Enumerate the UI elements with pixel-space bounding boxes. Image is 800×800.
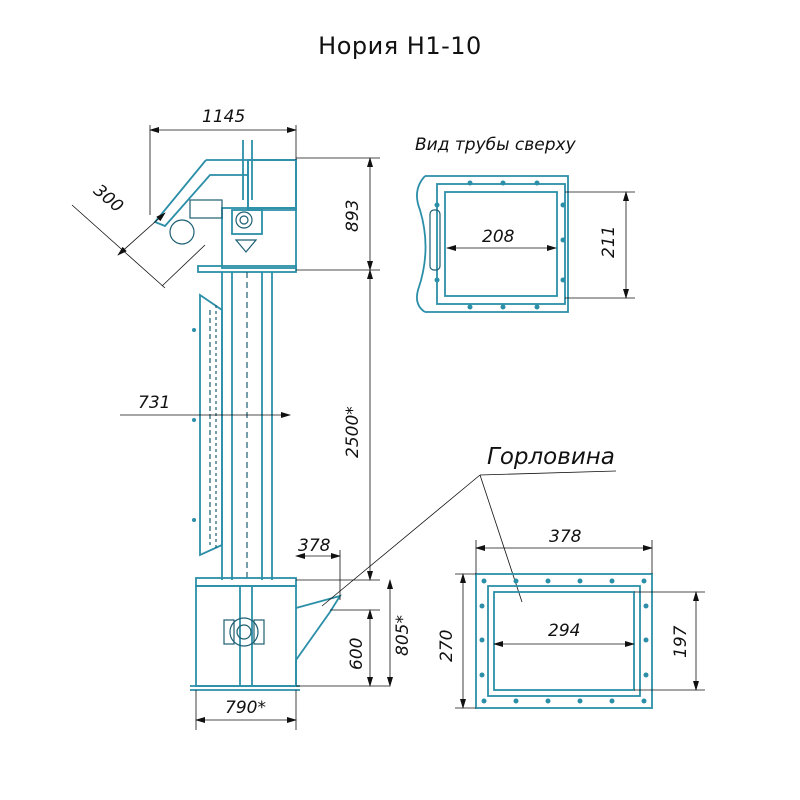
dim-base-width: 790* xyxy=(225,698,266,718)
dim-neck-outer-h: 270 xyxy=(437,630,457,662)
neck-label: Горловина xyxy=(487,444,615,470)
elevator-body xyxy=(153,140,342,691)
dim-neck-inner-h: 197 xyxy=(671,625,691,658)
dim-outlet-width: 378 xyxy=(298,536,331,556)
dim-pipe-inner-w: 208 xyxy=(482,227,515,247)
top-view-label: Вид трубы сверху xyxy=(415,135,577,155)
dim-neck-outer-w: 378 xyxy=(549,527,582,547)
main-dimensions xyxy=(71,125,393,730)
pipe-top-view xyxy=(416,175,569,313)
dim-boot-height: 805* xyxy=(393,615,413,656)
dim-neck-inner-w: 294 xyxy=(548,621,580,641)
page-title: Нория Н1-10 xyxy=(318,32,482,60)
dim-pipe-outer-h: 211 xyxy=(599,226,619,258)
dim-body-height: 2500* xyxy=(343,406,363,458)
dim-top-width: 1145 xyxy=(202,107,245,127)
dim-head-height: 893 xyxy=(343,200,363,232)
dim-depth: 731 xyxy=(138,393,170,413)
neck-dimensions xyxy=(455,540,705,709)
dim-inlet-height: 600 xyxy=(347,638,367,670)
neck-view xyxy=(475,573,653,709)
pipe-dimensions xyxy=(446,191,635,299)
dim-head-diag: 300 xyxy=(89,181,127,217)
